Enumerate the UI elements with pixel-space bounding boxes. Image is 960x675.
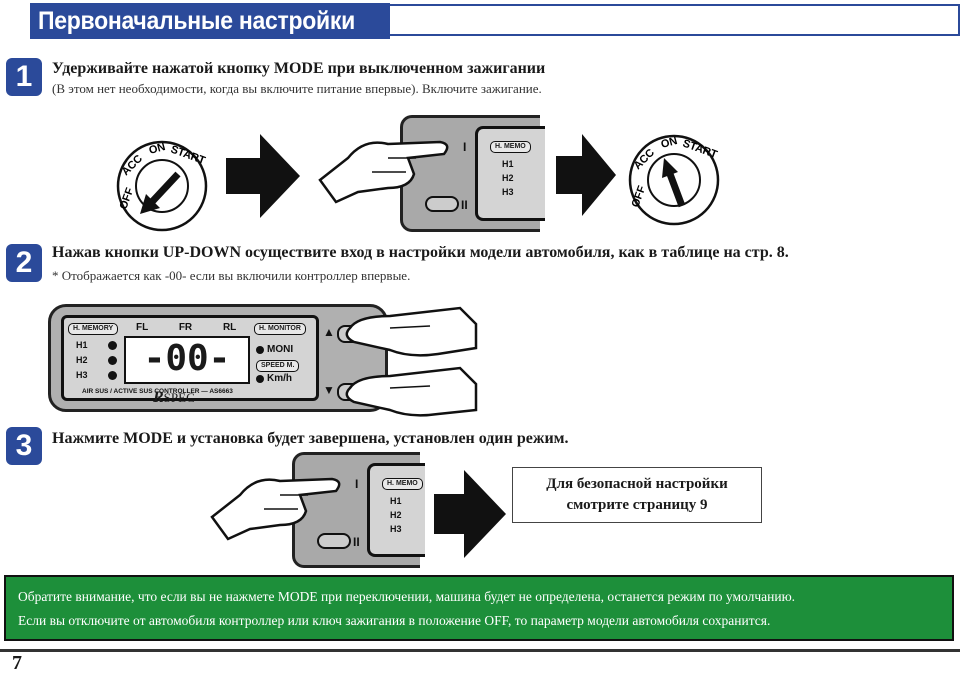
wheel-fr: FR	[178, 322, 193, 333]
notice-line-2: Если вы отключите от автомобиля контролл…	[18, 613, 771, 628]
page-title: Первоначальные настройки	[38, 7, 355, 35]
moni-label: MONI	[267, 344, 294, 355]
safety-note-box: Для безопасной настройки смотрите страни…	[512, 467, 762, 523]
controller-display: H. MEMORY FL FR RL RR H. MONITOR H1 H2 H…	[61, 315, 319, 401]
step-2-title: Нажав кнопки UP-DOWN осуществите вход в …	[52, 244, 789, 261]
step-1-title: Удерживайте нажатой кнопку MODE при выкл…	[52, 60, 546, 77]
notice-line-1: Обратите внимание, что если вы не нажмет…	[18, 589, 796, 604]
ignition-off-icon: OFF ACC ON START	[116, 140, 208, 232]
h3-indicator	[108, 371, 117, 380]
button-ii-label: II	[461, 198, 468, 212]
button-i-label: I	[463, 140, 467, 154]
safety-note-line-2: смотрите страницу 9	[566, 497, 708, 513]
svg-text:ON: ON	[148, 141, 167, 157]
button-ii-label: II	[353, 535, 360, 549]
controller-panel: H. MEMO H1 H2 H3 I II	[400, 115, 545, 232]
hands-press-icon	[345, 306, 478, 417]
header-frame	[386, 4, 960, 36]
hand-press-icon	[318, 140, 449, 204]
rspec-logo: RSPEC	[153, 389, 195, 406]
h2-indicator	[108, 356, 117, 365]
button-i-label: I	[355, 477, 359, 491]
safety-note-line-1: Для безопасной настройки	[546, 476, 728, 492]
arrow-right-icon	[226, 134, 300, 218]
h1-indicator	[108, 341, 117, 350]
arrow-right-icon	[556, 134, 616, 216]
step-3-title: Нажмите MODE и установка будет завершена…	[52, 430, 569, 447]
controller-screen: H. MEMO H1 H2 H3	[367, 463, 425, 557]
wheel-rl: RL	[222, 322, 237, 333]
ignition-on-icon: OFF ACC ON START	[628, 134, 720, 226]
up-arrow-icon: ▲	[323, 325, 335, 339]
step-3-badge: 3	[6, 427, 42, 465]
kmh-label: Km/h	[267, 373, 292, 384]
notice-box: Обратите внимание, что если вы не нажмет…	[4, 575, 954, 641]
down-button[interactable]	[317, 533, 351, 549]
controller-model: AIR SUS / ACTIVE SUS CONTROLLER — AS6663	[82, 388, 233, 395]
down-arrow-icon: ▼	[323, 383, 335, 397]
controller-panel: H. MEMO H1 H2 H3 I II	[292, 452, 425, 568]
step-2-badge: 2	[6, 244, 42, 282]
page-number: 7	[12, 652, 22, 674]
wheel-fl: FL	[136, 322, 149, 333]
hand-press-icon	[210, 477, 341, 541]
lcd-readout: -00-	[124, 336, 250, 384]
step-1-note: (В этом нет необходимости, когда вы вклю…	[52, 81, 542, 96]
step-2-note: * Отображается как -00- если вы включили…	[52, 268, 411, 283]
arrow-right-icon	[434, 470, 506, 558]
controller-screen: H. MEMO H1 H2 H3	[475, 126, 545, 221]
header-bar	[30, 3, 390, 39]
step-1-badge: 1	[6, 58, 42, 96]
down-button[interactable]	[425, 196, 459, 212]
footer-divider	[0, 649, 960, 652]
svg-text:ON: ON	[660, 135, 679, 151]
